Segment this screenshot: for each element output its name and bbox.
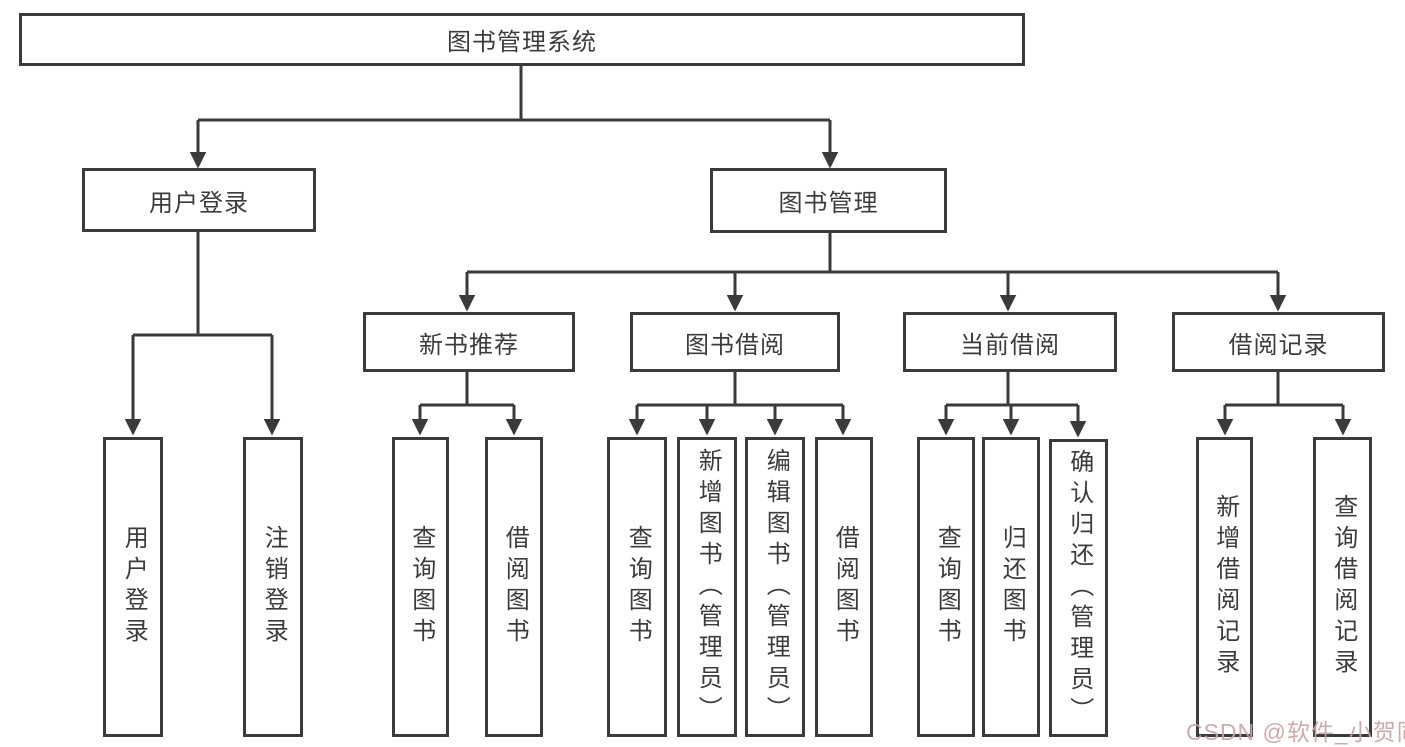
node-book-management: 图书管理 (710, 168, 947, 233)
node-book-management-label: 图书管理 (778, 190, 879, 217)
leaf-query-books-borrow-label: 查询图书 (624, 525, 652, 649)
node-user-login: 用户登录 (82, 168, 316, 232)
leaf-borrow-books-recommend: 借阅图书 (485, 437, 543, 737)
leaf-edit-book-admin: 编辑图书（管理员） (745, 437, 805, 737)
leaf-borrow-books-recommend-label: 借阅图书 (501, 525, 529, 649)
leaf-add-borrow-record-label: 新增借阅记录 (1211, 494, 1239, 680)
rail-book-borrow (637, 372, 843, 407)
node-user-login-label: 用户登录 (149, 189, 249, 217)
node-root: 图书管理系统 (19, 13, 1025, 66)
leaf-query-books-recommend: 查询图书 (392, 437, 449, 737)
rail-records (1225, 372, 1343, 407)
rail-new-book (420, 372, 514, 407)
leaf-edit-book-admin-label: 编辑图书（管理员） (762, 447, 790, 727)
node-borrow-records: 借阅记录 (1172, 312, 1385, 372)
leaf-query-books-current: 查询图书 (917, 437, 975, 737)
leaf-query-borrow-record: 查询借阅记录 (1313, 437, 1372, 737)
leaf-borrow-books-label: 借阅图书 (831, 525, 859, 649)
watermark: CSDN @软件_小贺同学 (1186, 719, 1405, 745)
leaf-query-books-borrow: 查询图书 (607, 437, 667, 737)
node-book-borrow-label: 图书借阅 (685, 331, 785, 359)
leaf-query-books-recommend-label: 查询图书 (407, 525, 435, 649)
leaf-add-book-admin-label: 新增图书（管理员） (694, 447, 722, 727)
leaf-confirm-return-admin: 确认归还（管理员） (1049, 439, 1108, 737)
node-new-book-recommend: 新书推荐 (363, 312, 575, 372)
node-current-borrow: 当前借阅 (903, 312, 1117, 372)
leaf-return-book: 归还图书 (982, 437, 1040, 737)
leaf-add-book-admin: 新增图书（管理员） (677, 437, 737, 737)
rail-book-mgmt (467, 233, 1278, 274)
leaf-user-login: 用户登录 (103, 437, 163, 737)
leaf-logout: 注销登录 (243, 437, 303, 737)
rail-root (198, 66, 830, 122)
node-borrow-records-label: 借阅记录 (1228, 331, 1329, 359)
leaf-query-books-current-label: 查询图书 (933, 525, 961, 649)
rail-current (946, 372, 1078, 407)
rail-user-login (133, 231, 272, 337)
leaf-user-login-label: 用户登录 (120, 525, 148, 649)
leaf-return-book-label: 归还图书 (998, 525, 1026, 649)
leaf-logout-label: 注销登录 (260, 525, 288, 649)
leaf-borrow-books: 借阅图书 (815, 437, 873, 737)
leaf-confirm-return-admin-label: 确认归还（管理员） (1065, 448, 1093, 728)
node-new-book-recommend-label: 新书推荐 (419, 331, 519, 359)
node-book-borrow: 图书借阅 (630, 312, 840, 372)
leaf-query-borrow-record-label: 查询借阅记录 (1329, 494, 1357, 680)
node-root-label: 图书管理系统 (447, 29, 597, 56)
node-current-borrow-label: 当前借阅 (960, 331, 1060, 359)
leaf-add-borrow-record: 新增借阅记录 (1196, 437, 1253, 737)
